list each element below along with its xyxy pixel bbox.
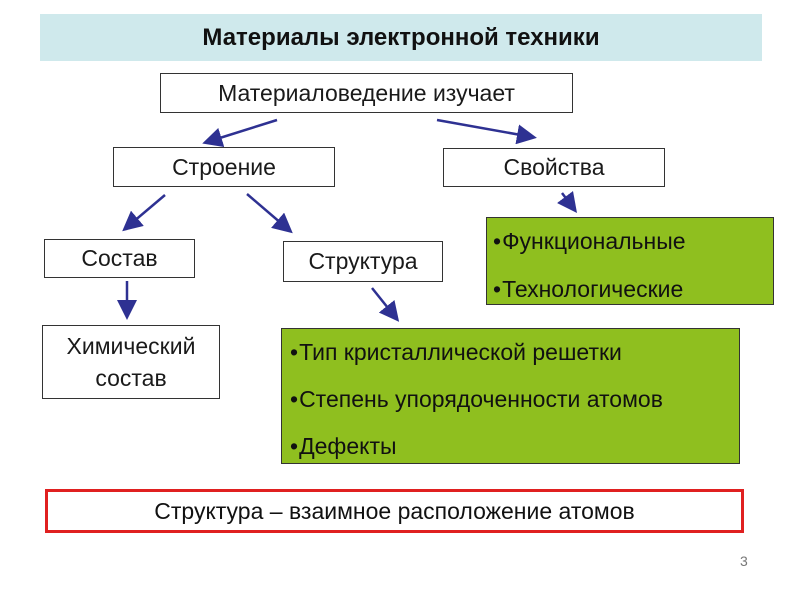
node-composition-label: Состав bbox=[81, 245, 158, 271]
node-composition: Состав bbox=[44, 239, 195, 278]
node-chemical-composition-line2: состав bbox=[95, 365, 167, 391]
definition-box: Структура – взаимное расположение атомов bbox=[45, 489, 744, 533]
arrow-root-to-structure-study bbox=[202, 118, 278, 148]
node-chemical-composition-line1: Химический bbox=[66, 333, 196, 359]
node-properties-label: Свойства bbox=[503, 154, 605, 180]
arrow-structure-study-to-composition bbox=[122, 194, 166, 232]
node-structure: Структура bbox=[283, 241, 443, 282]
structure-list-item: Тип кристаллической решетки bbox=[290, 337, 739, 367]
node-root: Материаловедение изучает bbox=[160, 73, 573, 113]
properties-list: Функциональные Технологические bbox=[493, 226, 773, 304]
structure-list-item: Дефекты bbox=[290, 431, 739, 461]
slide-title: Материалы электронной техники bbox=[40, 14, 762, 61]
node-structure-study: Строение bbox=[113, 147, 335, 187]
slide-title-text: Материалы электронной техники bbox=[202, 23, 600, 51]
node-root-label: Материаловедение изучает bbox=[218, 79, 515, 106]
structure-list-item: Степень упорядоченности атомов bbox=[290, 384, 739, 414]
properties-list-item: Технологические bbox=[493, 274, 773, 304]
node-chemical-composition: Химический состав bbox=[42, 325, 220, 399]
properties-list-item: Функциональные bbox=[493, 226, 773, 256]
structure-list-box: Тип кристаллической решетки Степень упор… bbox=[281, 328, 740, 464]
definition-text: Структура – взаимное расположение атомов bbox=[154, 497, 635, 524]
arrow-properties-to-list bbox=[557, 191, 577, 213]
arrow-structure-study-to-structure bbox=[246, 193, 293, 234]
properties-list-box: Функциональные Технологические bbox=[486, 217, 774, 305]
arrow-structure-to-list bbox=[371, 287, 400, 322]
node-structure-label: Структура bbox=[308, 248, 418, 274]
node-properties: Свойства bbox=[443, 148, 665, 187]
structure-list: Тип кристаллической решетки Степень упор… bbox=[290, 337, 739, 461]
page-number: 3 bbox=[740, 553, 748, 569]
node-structure-study-label: Строение bbox=[172, 153, 276, 180]
arrow-root-to-properties bbox=[436, 118, 537, 145]
